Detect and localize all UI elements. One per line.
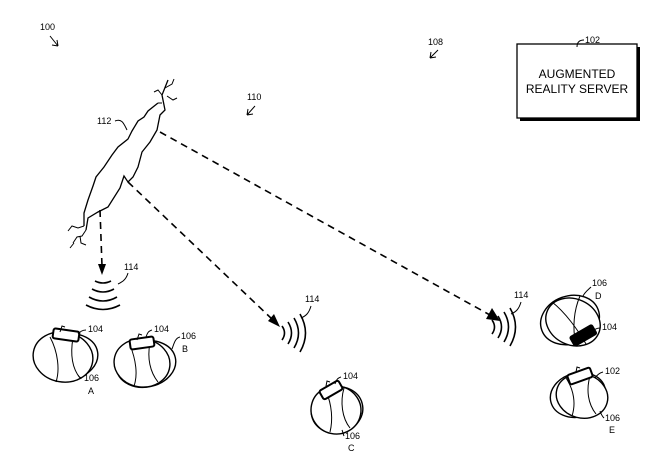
user-a-letter: A: [88, 386, 94, 396]
user-b: [111, 334, 180, 393]
ref-device-d-label: 104: [602, 322, 617, 332]
ref-structure-leader: [115, 120, 127, 130]
server-label-line1: AUGMENTED: [539, 67, 616, 81]
crack-bottom-branches: [68, 226, 86, 248]
ref-device-c-label: 104: [343, 371, 358, 381]
ref-signal-a-leader: [118, 273, 128, 284]
user-b-letter: B: [182, 344, 188, 354]
ref-system-arrow: [50, 36, 58, 46]
signal-waves-c: [282, 314, 306, 352]
ref-system-label: 100: [40, 22, 55, 32]
ref-device-a-label: 104: [88, 324, 103, 334]
ref-device-e-leader: [595, 372, 603, 378]
ref-user-d-leader: [583, 287, 591, 296]
signal-path-d: [160, 132, 490, 315]
user-e-letter: E: [609, 425, 615, 435]
ref-structure-label: 112: [97, 116, 111, 126]
user-c-letter: C: [348, 443, 355, 453]
ref-user-b-leader: [172, 337, 180, 349]
ref-signal-d-label: 114: [514, 290, 528, 300]
user-e: [545, 367, 613, 424]
ref-user-d-label: 106: [592, 278, 607, 288]
ref-user-c-label: 106: [345, 431, 360, 441]
server-box: [517, 44, 637, 118]
ref-area-label: 110: [247, 92, 261, 102]
ref-user-e-label: 106: [605, 413, 620, 423]
ref-environment-arrow: [430, 50, 438, 58]
ref-device-e-label: 102: [605, 366, 620, 376]
user-d-letter: D: [595, 291, 602, 301]
ref-device-b-label: 104: [154, 324, 169, 334]
ref-user-b-label: 106: [181, 331, 196, 341]
ref-signal-c-leader: [301, 306, 311, 318]
signal-path-c: [128, 182, 273, 320]
ref-signal-c-label: 114: [305, 294, 319, 304]
signal-waves-a: [86, 281, 120, 310]
ref-user-a-label: 106: [84, 373, 99, 383]
server-label-line2: REALITY SERVER: [526, 82, 629, 96]
signal-path-a: [100, 210, 102, 266]
crack-top-branches: [154, 79, 177, 103]
ref-signal-a-label: 114: [124, 262, 138, 272]
ref-area-arrow: [247, 106, 255, 115]
crack-structure: [68, 79, 177, 248]
ref-server-label: 102: [585, 35, 600, 45]
signal-path-a-arrowhead: [98, 264, 106, 275]
augmented-reality-server: AUGMENTED REALITY SERVER: [517, 44, 640, 121]
ref-environment-label: 108: [428, 37, 443, 47]
device-b: [129, 336, 154, 349]
